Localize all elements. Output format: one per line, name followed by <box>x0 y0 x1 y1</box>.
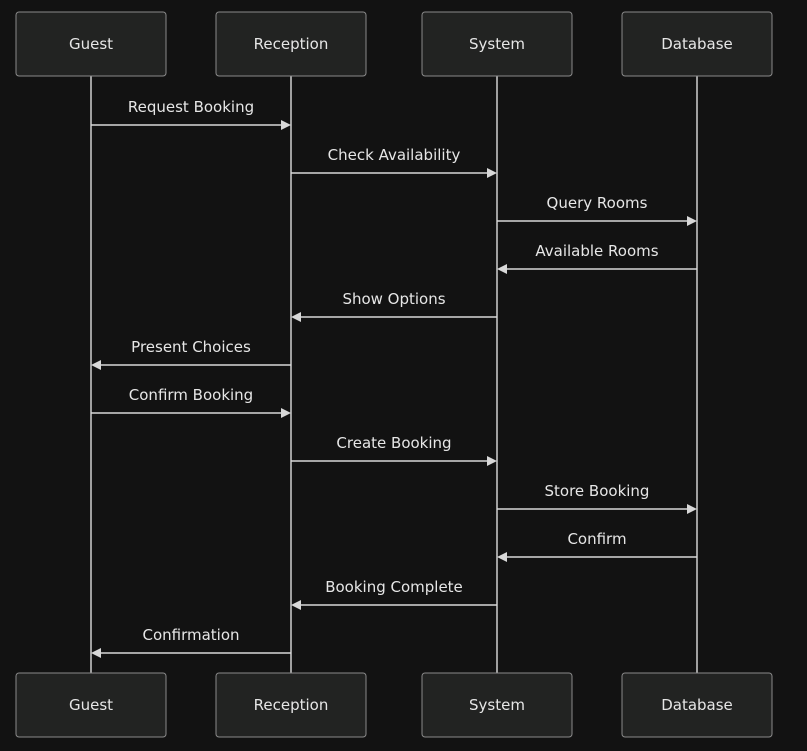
participant-box <box>421 11 573 77</box>
arrowhead-icon <box>687 216 697 226</box>
actors-top: Guest Reception System Database <box>15 11 773 77</box>
participant-database-bottom: Database <box>621 672 773 738</box>
participant-label: Reception <box>254 696 329 714</box>
participant-reception-top: Reception <box>215 11 367 77</box>
participant-box <box>15 672 167 738</box>
arrowhead-icon <box>497 552 507 562</box>
participant-label: Database <box>661 696 733 714</box>
message-3: Query Rooms <box>497 194 697 226</box>
message-7: Confirm Booking <box>91 386 291 418</box>
message-label: Store Booking <box>545 482 650 500</box>
participant-guest-top: Guest <box>15 11 167 77</box>
participant-box <box>215 11 367 77</box>
message-label: Present Choices <box>131 338 251 356</box>
participant-box <box>215 672 367 738</box>
message-11: Booking Complete <box>291 578 497 610</box>
arrowhead-icon <box>291 312 301 322</box>
participant-system-top: System <box>421 11 573 77</box>
message-label: Create Booking <box>336 434 451 452</box>
participant-box <box>621 11 773 77</box>
message-label: Check Availability <box>328 146 461 164</box>
message-label: Booking Complete <box>325 578 463 596</box>
message-5: Show Options <box>291 290 497 322</box>
message-4: Available Rooms <box>497 242 697 274</box>
participant-label: System <box>469 696 525 714</box>
message-8: Create Booking <box>291 434 497 466</box>
participant-system-bottom: System <box>421 672 573 738</box>
arrowhead-icon <box>497 264 507 274</box>
participant-database-top: Database <box>621 11 773 77</box>
arrowhead-icon <box>281 120 291 130</box>
participant-reception-bottom: Reception <box>215 672 367 738</box>
participant-label: Reception <box>254 35 329 53</box>
message-1: Request Booking <box>91 98 291 130</box>
message-12: Confirmation <box>91 626 291 658</box>
message-10: Confirm <box>497 530 697 562</box>
actors-bottom: Guest Reception System Database <box>15 672 773 738</box>
participant-box <box>15 11 167 77</box>
arrowhead-icon <box>487 168 497 178</box>
arrowhead-icon <box>281 408 291 418</box>
arrowhead-icon <box>687 504 697 514</box>
message-label: Confirmation <box>142 626 239 644</box>
message-2: Check Availability <box>291 146 497 178</box>
message-9: Store Booking <box>497 482 697 514</box>
participant-label: Guest <box>69 35 113 53</box>
arrowhead-icon <box>91 648 101 658</box>
participant-label: Guest <box>69 696 113 714</box>
message-label: Available Rooms <box>535 242 658 260</box>
message-label: Confirm <box>567 530 626 548</box>
arrowhead-icon <box>91 360 101 370</box>
participant-label: Database <box>661 35 733 53</box>
arrowhead-icon <box>291 600 301 610</box>
participant-guest-bottom: Guest <box>15 672 167 738</box>
message-label: Query Rooms <box>547 194 648 212</box>
participant-box <box>621 672 773 738</box>
participant-label: System <box>469 35 525 53</box>
arrowhead-icon <box>487 456 497 466</box>
message-label: Confirm Booking <box>129 386 253 404</box>
lifelines <box>90 76 698 673</box>
participant-box <box>421 672 573 738</box>
message-label: Request Booking <box>128 98 254 116</box>
message-label: Show Options <box>342 290 445 308</box>
message-6: Present Choices <box>91 338 291 370</box>
